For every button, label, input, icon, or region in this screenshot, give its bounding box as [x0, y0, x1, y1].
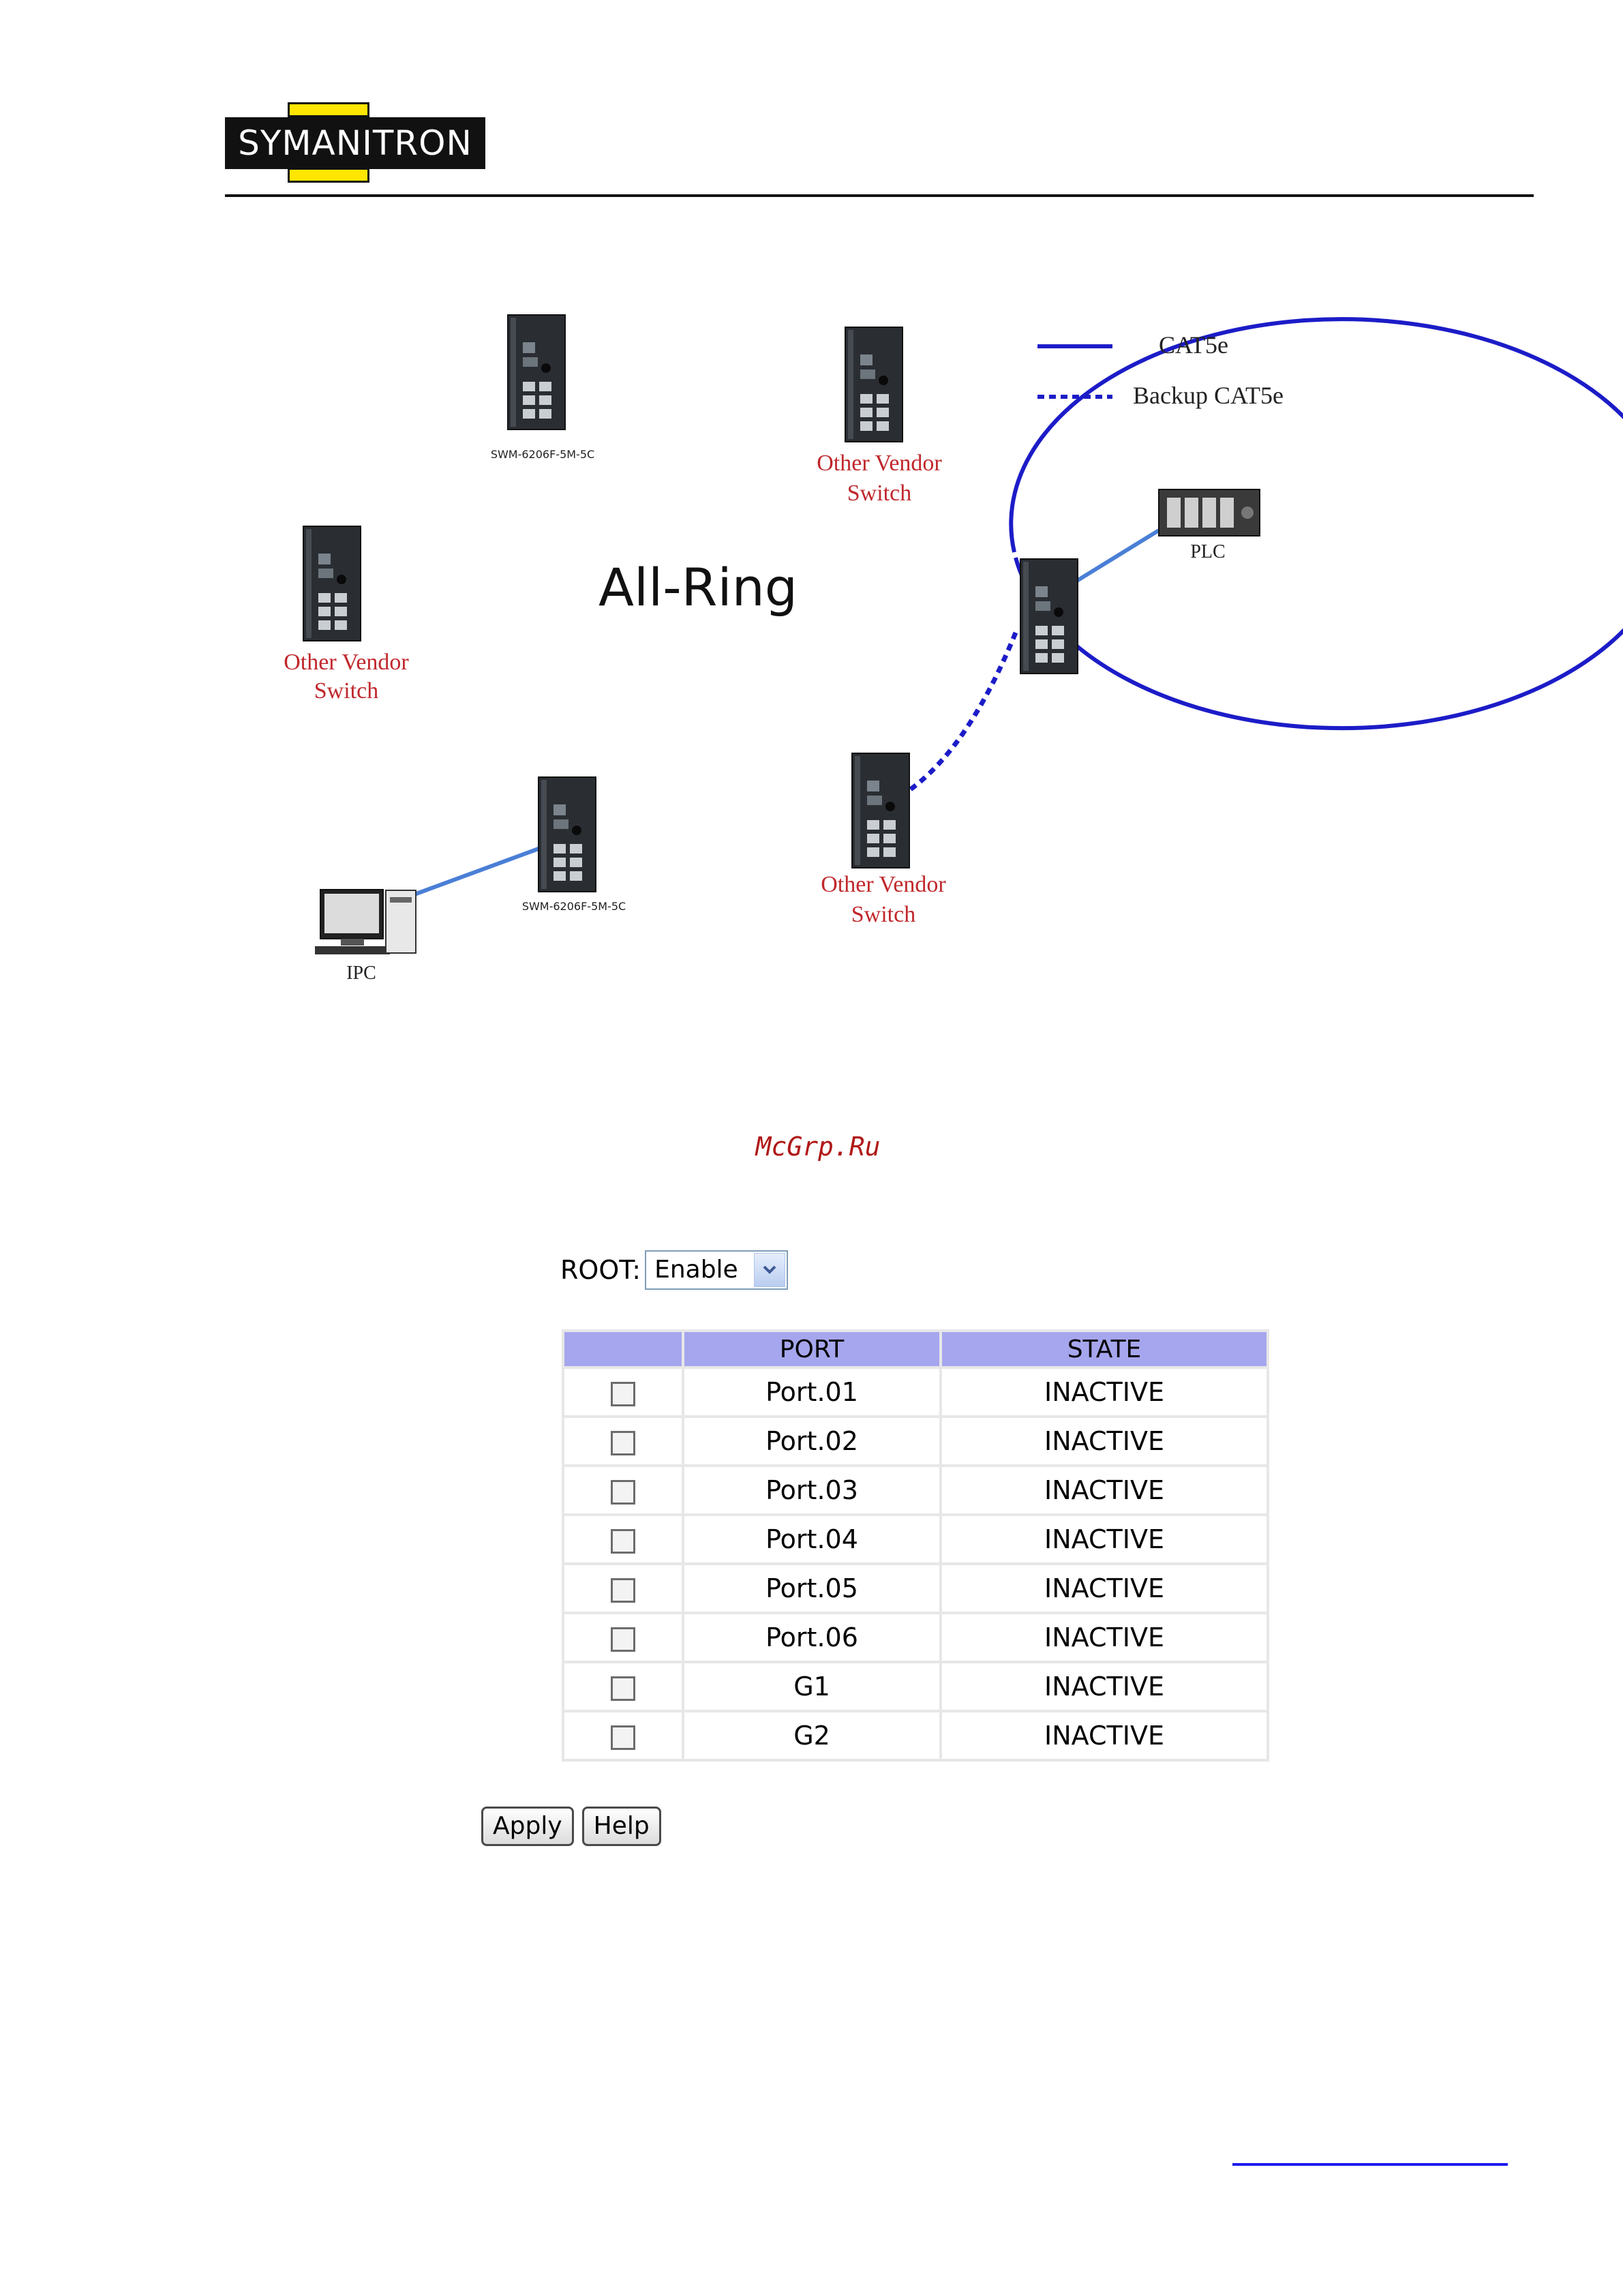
ipc-label: IPC [346, 963, 376, 984]
table-row: Port.06 INACTIVE [564, 1614, 1266, 1661]
switch-bottom [538, 776, 596, 892]
watermark: McGrp.Ru [755, 1132, 881, 1162]
header-state: STATE [942, 1332, 1266, 1366]
plc-link [1069, 528, 1160, 587]
vendor-label-left-line1: Other Vendor [284, 650, 409, 675]
switch-top-left [507, 314, 566, 430]
table-row: G2 INACTIVE [564, 1712, 1266, 1759]
help-button[interactable]: Help [581, 1807, 661, 1846]
logo-accent-bottom [288, 168, 369, 183]
ipc-device [315, 889, 416, 954]
row-checkbox-cell [564, 1418, 682, 1464]
port-name: Port.02 [684, 1418, 939, 1464]
port-state: INACTIVE [942, 1663, 1266, 1710]
port-name: G2 [684, 1712, 939, 1759]
symanitron-logo: SYMANITRON [225, 102, 485, 183]
all-ring-diagram: All-Ring CAT5e Backup CAT5e SWM-6206F-5M… [284, 314, 1623, 984]
header-rule [225, 194, 1534, 197]
row-checkbox-cell [564, 1565, 682, 1612]
root-setting-row: ROOT: Enable [560, 1250, 789, 1290]
table-row: Port.02 INACTIVE [564, 1418, 1266, 1464]
port-checkbox[interactable] [611, 1627, 635, 1652]
vendor-label-top-line1: Other Vendor [817, 451, 942, 476]
model-label-top: SWM-6206F-5M-5C [491, 448, 594, 461]
port-checkbox[interactable] [611, 1528, 635, 1554]
model-label-bottom: SWM-6206F-5M-5C [522, 900, 626, 913]
port-checkbox[interactable] [611, 1479, 635, 1505]
port-state-table: PORT STATE Port.01 INACTIVE Port.02 INAC… [562, 1329, 1269, 1762]
vendor-label-left-line2: Switch [314, 678, 378, 704]
ring-backup-dashed [905, 631, 1018, 794]
ring-solid [1009, 317, 1623, 731]
port-name: Port.04 [684, 1516, 939, 1562]
row-checkbox-cell [564, 1369, 682, 1415]
port-checkbox[interactable] [611, 1381, 635, 1406]
port-checkbox[interactable] [611, 1725, 635, 1750]
root-select-value: Enable [654, 1256, 738, 1284]
legend-solid-label: CAT5e [1159, 331, 1228, 359]
port-checkbox[interactable] [611, 1676, 635, 1701]
table-row: Port.04 INACTIVE [564, 1516, 1266, 1562]
ring-cover [904, 631, 1020, 796]
port-name: Port.01 [684, 1369, 939, 1415]
port-state: INACTIVE [942, 1712, 1266, 1759]
footer-link-underline[interactable] [1232, 2163, 1508, 2166]
port-name: Port.05 [684, 1565, 939, 1612]
port-state: INACTIVE [942, 1614, 1266, 1661]
apply-button[interactable]: Apply [481, 1807, 574, 1846]
switch-left [303, 526, 361, 641]
header-select [564, 1332, 682, 1366]
root-select[interactable]: Enable [645, 1250, 789, 1290]
port-checkbox[interactable] [611, 1577, 635, 1603]
diagram-title: All-Ring [598, 557, 798, 618]
legend-dashed-label: Backup CAT5e [1133, 382, 1284, 409]
logo-box [225, 117, 485, 169]
vendor-label-bottom-line2: Switch [851, 902, 915, 927]
root-label: ROOT: [560, 1255, 641, 1285]
table-row: Port.05 INACTIVE [564, 1565, 1266, 1612]
row-checkbox-cell [564, 1614, 682, 1661]
table-row: G1 INACTIVE [564, 1663, 1266, 1710]
switch-right [1020, 558, 1078, 674]
form-buttons: Apply Help [481, 1807, 661, 1846]
port-state: INACTIVE [942, 1369, 1266, 1415]
dropdown-button[interactable] [754, 1253, 786, 1287]
port-name: G1 [684, 1663, 939, 1710]
switch-bottom-right [851, 753, 910, 868]
row-checkbox-cell [564, 1663, 682, 1710]
port-state: INACTIVE [942, 1565, 1266, 1612]
port-name: Port.06 [684, 1614, 939, 1661]
row-checkbox-cell [564, 1712, 682, 1759]
port-name: Port.03 [684, 1467, 939, 1513]
switch-top-right [845, 327, 903, 442]
chevron-down-icon [763, 1265, 776, 1274]
ipc-link [408, 847, 540, 898]
table-row: Port.03 INACTIVE [564, 1467, 1266, 1513]
port-checkbox[interactable] [611, 1430, 635, 1455]
port-state: INACTIVE [942, 1418, 1266, 1464]
vendor-label-top-line2: Switch [847, 481, 911, 506]
row-checkbox-cell [564, 1467, 682, 1513]
port-state: INACTIVE [942, 1516, 1266, 1562]
table-row: Port.01 INACTIVE [564, 1369, 1266, 1415]
plc-device [1158, 489, 1260, 537]
vendor-label-bottom-line1: Other Vendor [821, 872, 946, 897]
header-port: PORT [684, 1332, 939, 1366]
table-header-row: PORT STATE [564, 1332, 1266, 1366]
logo-accent-top [288, 102, 369, 117]
logo-text: SYMANITRON [238, 123, 472, 163]
plc-label: PLC [1190, 541, 1225, 562]
row-checkbox-cell [564, 1516, 682, 1562]
port-state: INACTIVE [942, 1467, 1266, 1513]
